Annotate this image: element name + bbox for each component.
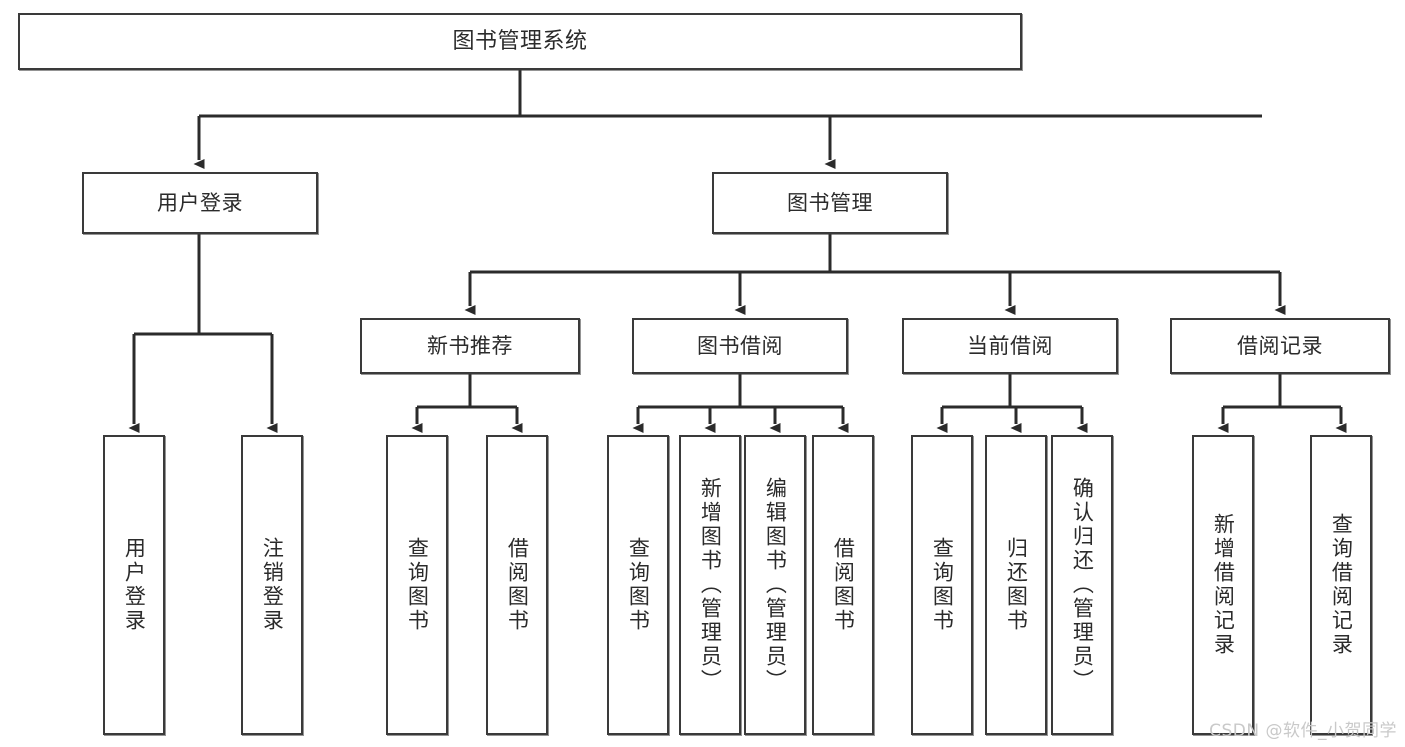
leaf-query-book-borrow[interactable]: 查询图书 (607, 435, 669, 735)
node-label: 图书管理 (787, 190, 873, 215)
leaf-query-book-current[interactable]: 查询图书 (911, 435, 973, 735)
node-label: 查询借阅记录 (1329, 513, 1354, 657)
leaf-query-book-newbook[interactable]: 查询图书 (386, 435, 448, 735)
node-label: 新增借阅记录 (1211, 513, 1236, 657)
leaf-query-borrow-record[interactable]: 查询借阅记录 (1310, 435, 1372, 735)
node-new-book-recommend[interactable]: 新书推荐 (360, 318, 580, 374)
node-book-management[interactable]: 图书管理 (712, 172, 948, 234)
leaf-add-book-admin[interactable]: 新增图书（管理员） (679, 435, 741, 735)
leaf-add-borrow-record[interactable]: 新增借阅记录 (1192, 435, 1254, 735)
node-label: 查询图书 (626, 537, 651, 633)
node-label: 用户登录 (157, 190, 243, 215)
leaf-borrow-book[interactable]: 借阅图书 (812, 435, 874, 735)
node-label: 借阅记录 (1237, 333, 1323, 358)
node-label: 查询图书 (405, 537, 430, 633)
node-label: 借阅图书 (505, 537, 530, 633)
node-label: 编辑图书（管理员） (763, 477, 788, 693)
node-label: 新书推荐 (427, 333, 513, 358)
node-label: 用户登录 (122, 537, 147, 633)
node-root-system[interactable]: 图书管理系统 (18, 13, 1022, 70)
leaf-confirm-return-admin[interactable]: 确认归还（管理员） (1051, 435, 1113, 735)
node-label: 确认归还（管理员） (1070, 477, 1095, 693)
node-label: 新增图书（管理员） (698, 477, 723, 693)
node-current-borrow[interactable]: 当前借阅 (902, 318, 1118, 374)
leaf-logout[interactable]: 注销登录 (241, 435, 303, 735)
node-label: 图书管理系统 (452, 28, 588, 54)
node-label: 查询图书 (930, 537, 955, 633)
node-user-login[interactable]: 用户登录 (82, 172, 318, 234)
node-label: 借阅图书 (831, 537, 856, 633)
leaf-return-book[interactable]: 归还图书 (985, 435, 1047, 735)
node-label: 图书借阅 (697, 333, 783, 358)
node-book-borrow[interactable]: 图书借阅 (632, 318, 848, 374)
leaf-user-login[interactable]: 用户登录 (103, 435, 165, 735)
node-label: 归还图书 (1004, 537, 1029, 633)
node-borrow-record[interactable]: 借阅记录 (1170, 318, 1390, 374)
leaf-borrow-book-newbook[interactable]: 借阅图书 (486, 435, 548, 735)
watermark-text: CSDN @软件_小贺同学 (1209, 721, 1397, 741)
node-label: 注销登录 (260, 537, 285, 633)
leaf-edit-book-admin[interactable]: 编辑图书（管理员） (744, 435, 806, 735)
node-label: 当前借阅 (967, 333, 1053, 358)
